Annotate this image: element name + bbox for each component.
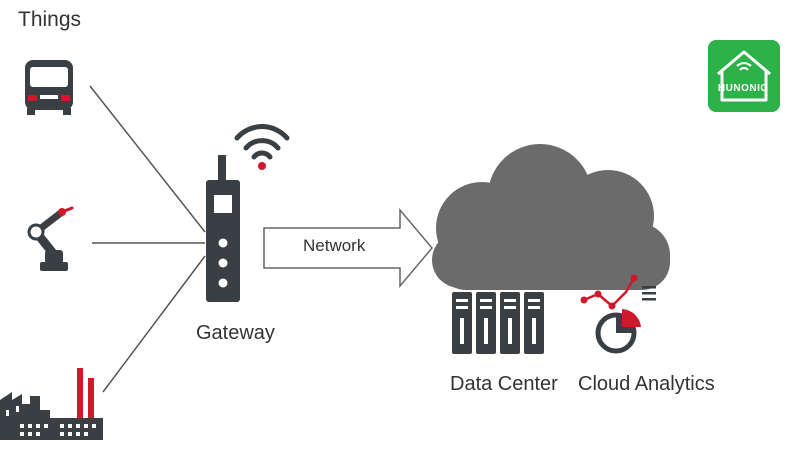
data-center-label: Data Center [450,373,558,395]
bus-to-gateway-line [89,85,206,233]
things-title: Things [18,8,82,31]
network-arrow-icon [263,207,433,289]
cloud-analytics-label: Cloud Analytics [578,373,715,395]
factory-to-gateway-line [102,255,206,393]
logo-text: HUNONIC [717,83,769,94]
wifi-icon [234,124,290,170]
analytics-chart-icon [580,274,656,354]
brand-logo [708,40,780,112]
factory-icon [0,368,103,440]
network-label: Network [303,236,366,255]
cloud-icon [432,144,670,290]
gateway-label: Gateway [196,322,275,344]
gateway-device-icon [206,155,240,302]
house-wifi-icon [717,50,771,102]
robot-arm-icon [27,206,74,271]
server-rack-icon [452,292,544,354]
connection-lines [89,85,206,393]
bus-icon [25,60,73,115]
